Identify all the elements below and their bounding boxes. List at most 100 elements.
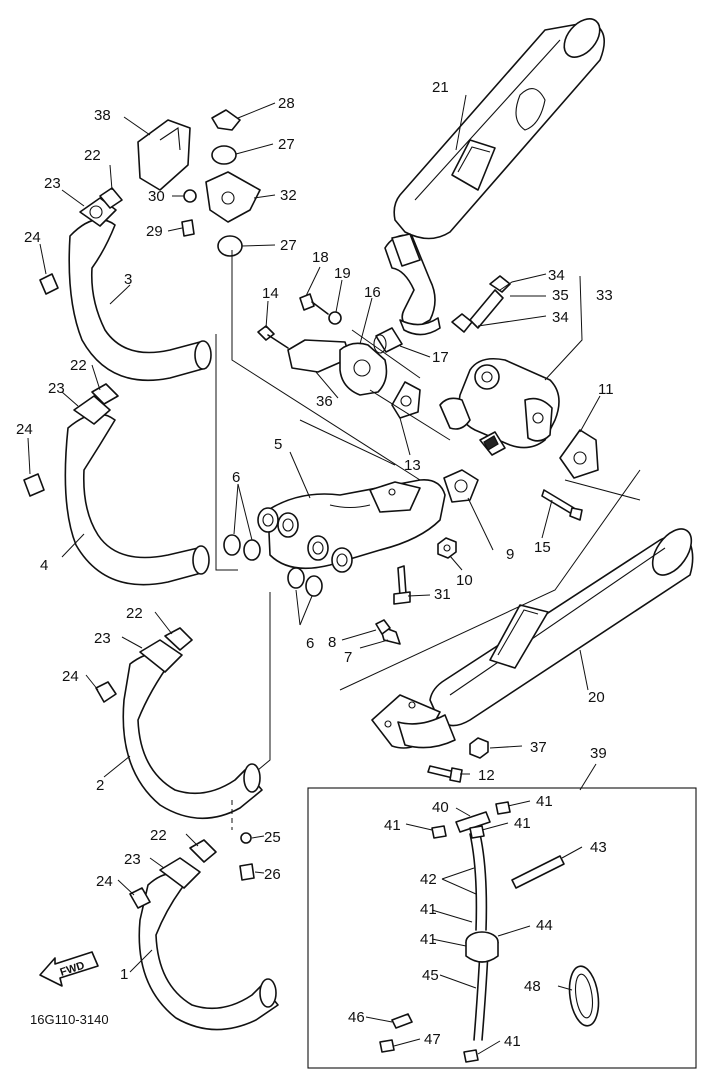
washer-30 xyxy=(183,189,197,203)
nut-8 xyxy=(375,619,391,635)
label-part-41-c: 41 xyxy=(514,815,531,832)
label-part-40: 40 xyxy=(432,799,449,816)
washer-25 xyxy=(240,832,252,844)
label-part-24-d: 24 xyxy=(96,873,113,890)
nut-37 xyxy=(469,737,489,759)
label-part-19: 19 xyxy=(334,265,351,282)
label-part-17: 17 xyxy=(432,349,449,366)
label-part-14: 14 xyxy=(262,285,279,302)
bracket-38 xyxy=(137,119,191,191)
label-part-42: 42 xyxy=(420,871,437,888)
muffler-upper xyxy=(384,18,606,336)
label-part-41-a: 41 xyxy=(384,817,401,834)
label-part-34-b: 34 xyxy=(552,309,569,326)
label-part-32: 32 xyxy=(280,187,297,204)
hose-43 xyxy=(511,855,565,889)
label-part-9: 9 xyxy=(506,546,514,563)
drawing-code: 16G110-3140 xyxy=(30,1012,109,1027)
label-part-41-d: 41 xyxy=(420,901,437,918)
label-part-45: 45 xyxy=(422,967,439,984)
label-part-4: 4 xyxy=(40,557,48,574)
label-part-25: 25 xyxy=(264,829,281,846)
label-part-34-a: 34 xyxy=(548,267,565,284)
bolt-15 xyxy=(541,489,575,515)
label-part-13: 13 xyxy=(404,457,421,474)
label-part-16: 16 xyxy=(364,284,381,301)
label-part-20: 20 xyxy=(588,689,605,706)
label-part-35: 35 xyxy=(552,287,569,304)
gasket-6-b xyxy=(243,539,261,561)
leader-lines xyxy=(27,94,601,1055)
label-part-23-a: 23 xyxy=(44,175,61,192)
label-part-22-c: 22 xyxy=(126,605,143,622)
label-part-28: 28 xyxy=(278,95,295,112)
bolt-29 xyxy=(181,219,195,237)
bolt-31 xyxy=(397,565,407,597)
bolt-26 xyxy=(239,863,255,881)
part-labels: 21 38 28 27 22 23 30 32 29 24 27 18 19 3… xyxy=(16,79,614,1050)
label-part-21: 21 xyxy=(432,79,449,96)
label-part-1: 1 xyxy=(120,966,128,983)
gasket-6-c xyxy=(287,567,305,589)
exhaust-pipe-2 xyxy=(95,627,263,820)
gasket-6-d xyxy=(305,575,323,597)
pipe-45 xyxy=(473,949,481,1041)
label-part-18: 18 xyxy=(312,249,329,266)
joint-16 xyxy=(339,342,388,396)
clip-41-a xyxy=(431,825,447,839)
connector-35 xyxy=(469,289,504,329)
exhaust-manifold-5 xyxy=(257,478,446,573)
label-part-33: 33 xyxy=(596,287,613,304)
label-part-27-bottom: 27 xyxy=(280,237,297,254)
label-part-41-f: 41 xyxy=(504,1033,521,1050)
label-part-23-b: 23 xyxy=(48,380,65,397)
label-part-43: 43 xyxy=(590,839,607,856)
label-part-23-c: 23 xyxy=(94,630,111,647)
clip-41-f xyxy=(463,1049,479,1063)
kit-box-39 xyxy=(307,787,697,1069)
hose-42 xyxy=(469,833,478,931)
label-part-6-a: 6 xyxy=(232,469,240,486)
washer-19 xyxy=(328,311,342,325)
label-part-29: 29 xyxy=(146,223,163,240)
exhaust-pipe-1 xyxy=(129,839,279,1031)
label-part-47: 47 xyxy=(424,1031,441,1048)
rubber-27-top xyxy=(211,145,237,165)
label-part-36: 36 xyxy=(316,393,333,410)
label-part-3: 3 xyxy=(124,271,132,288)
plug-46 xyxy=(391,1013,413,1029)
label-part-24-b: 24 xyxy=(16,421,33,438)
gasket-6-a xyxy=(223,534,241,556)
grommet-48 xyxy=(568,965,600,1027)
clip-41-c xyxy=(469,825,485,839)
rubber-27-bottom xyxy=(217,235,243,257)
label-part-41-b: 41 xyxy=(536,793,553,810)
label-part-6-b: 6 xyxy=(306,635,314,652)
label-part-15: 15 xyxy=(534,539,551,556)
gasket-11 xyxy=(559,429,599,479)
label-part-26: 26 xyxy=(264,866,281,883)
bolt-28 xyxy=(211,109,241,131)
exhaust-pipe-3 xyxy=(39,187,212,382)
label-part-46: 46 xyxy=(348,1009,365,1026)
label-part-8: 8 xyxy=(328,634,336,651)
label-part-39: 39 xyxy=(590,745,607,762)
label-part-12: 12 xyxy=(478,767,495,784)
clip-47 xyxy=(379,1039,395,1053)
label-part-11: 11 xyxy=(598,381,614,398)
label-part-24-a: 24 xyxy=(24,229,41,246)
pipe-40 xyxy=(455,811,491,833)
fwd-arrow-icon: FWD xyxy=(39,951,99,987)
muffler-lower xyxy=(371,528,694,749)
label-part-22-b: 22 xyxy=(70,357,87,374)
label-part-37: 37 xyxy=(530,739,547,756)
gasket-9 xyxy=(443,469,479,503)
label-part-31: 31 xyxy=(434,586,451,603)
label-part-7: 7 xyxy=(344,649,352,666)
label-part-2: 2 xyxy=(96,777,104,794)
label-part-48: 48 xyxy=(524,978,541,995)
gasket-13 xyxy=(391,381,421,419)
exhaust-pipe-4 xyxy=(23,383,210,586)
label-part-5: 5 xyxy=(274,436,282,453)
